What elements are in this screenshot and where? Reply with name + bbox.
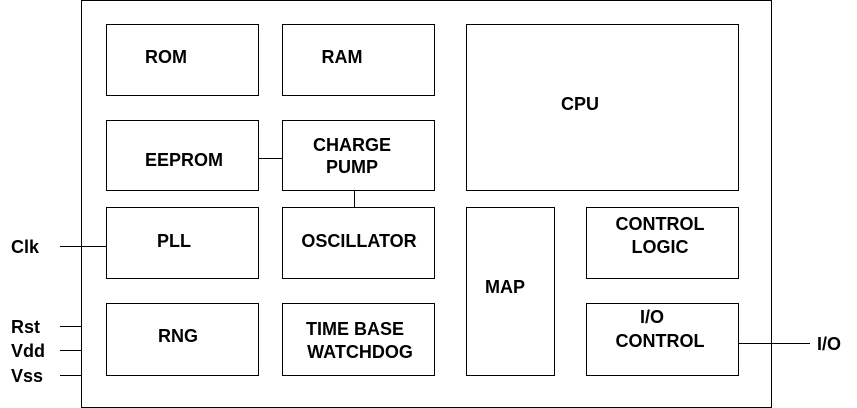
pll-block bbox=[106, 207, 259, 279]
vdd-pin-label: Vdd bbox=[11, 341, 45, 361]
rst-pin-label: Rst bbox=[11, 317, 41, 337]
pll-label: PLL bbox=[157, 231, 191, 251]
charge-pump-label-line2: PUMP bbox=[325, 157, 378, 177]
io-pin-label: I/O bbox=[817, 334, 842, 354]
vss-wire bbox=[60, 375, 81, 376]
clk-wire bbox=[60, 246, 106, 247]
time-base-watchdog-label-line1: TIME BASE bbox=[305, 319, 404, 339]
charge-pump-oscillator-wire bbox=[354, 191, 355, 207]
time-base-watchdog-label-line2: WATCHDOG bbox=[307, 342, 413, 362]
map-block bbox=[466, 207, 555, 376]
rng-label: RNG bbox=[158, 326, 198, 346]
time-base-watchdog-block bbox=[282, 303, 435, 376]
eeprom-block bbox=[106, 120, 259, 191]
io-control-label-line2: CONTROL bbox=[615, 331, 705, 351]
cpu-label: CPU bbox=[560, 94, 599, 114]
rom-block bbox=[106, 24, 259, 96]
rng-block bbox=[106, 303, 259, 376]
rom-label: ROM bbox=[145, 47, 187, 67]
control-logic-label-line1: CONTROL bbox=[615, 214, 705, 234]
eeprom-charge-pump-wire bbox=[259, 158, 282, 159]
vss-pin-label: Vss bbox=[11, 366, 44, 386]
charge-pump-label-line1: CHARGE bbox=[312, 135, 391, 155]
eeprom-label: EEPROM bbox=[144, 150, 223, 170]
clk-pin-label: Clk bbox=[11, 237, 40, 257]
control-logic-label-line2: LOGIC bbox=[631, 237, 689, 257]
io-control-label-line1: I/O bbox=[639, 307, 664, 327]
map-label: MAP bbox=[485, 277, 525, 297]
io-wire bbox=[739, 343, 810, 344]
io-control-block bbox=[586, 303, 739, 376]
vdd-wire bbox=[60, 350, 81, 351]
ram-label: RAM bbox=[321, 47, 363, 67]
oscillator-block bbox=[282, 207, 435, 279]
rst-wire bbox=[60, 326, 81, 327]
control-logic-block bbox=[586, 207, 739, 279]
cpu-block bbox=[466, 24, 739, 191]
oscillator-label: OSCILLATOR bbox=[301, 231, 417, 251]
ram-block bbox=[282, 24, 435, 96]
charge-pump-block bbox=[282, 120, 435, 191]
